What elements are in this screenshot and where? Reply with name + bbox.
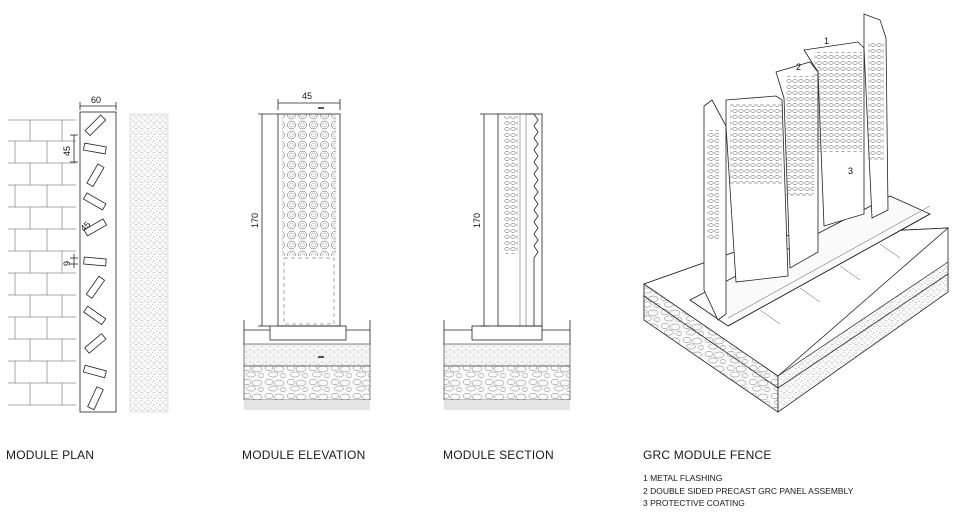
- section-height-dim: 170: [472, 213, 482, 228]
- module-plan-drawing: 60 45 45 9: [8, 95, 169, 413]
- callout-2: 2: [796, 62, 801, 72]
- caption-module-plan: MODULE PLAN: [6, 448, 95, 462]
- plan-spacing-dim: 45: [62, 146, 72, 156]
- fence-legend: 1 METAL FLASHING 2 DOUBLE SIDED PRECAST …: [643, 472, 853, 510]
- module-elevation-drawing: 45 170: [243, 91, 371, 410]
- plan-brick-wall: [8, 119, 76, 406]
- legend-item-grc-panel-assembly: 2 DOUBLE SIDED PRECAST GRC PANEL ASSEMBL…: [643, 485, 854, 496]
- caption-module-elevation: MODULE ELEVATION: [242, 448, 366, 462]
- elevation-width-dim: 45: [302, 91, 312, 101]
- grc-fence-axonometric: 1 2 3: [643, 13, 950, 413]
- plan-slats: [82, 114, 108, 411]
- caption-grc-module-fence: GRC MODULE FENCE: [643, 448, 772, 462]
- caption-module-section: MODULE SECTION: [443, 448, 554, 462]
- elevation-height-dim: 170: [250, 213, 260, 228]
- plan-angle-dim: 45: [78, 219, 92, 233]
- module-section-drawing: 170: [443, 113, 571, 410]
- legend-item-protective-coating: 3 PROTECTIVE COATING: [643, 498, 745, 508]
- legend-item-metal-flashing: 1 METAL FLASHING: [643, 473, 723, 483]
- callout-1: 1: [824, 36, 829, 46]
- plan-width-dim: 60: [91, 95, 101, 105]
- plan-gap-dim: 9: [62, 261, 72, 266]
- callout-3: 3: [848, 166, 853, 176]
